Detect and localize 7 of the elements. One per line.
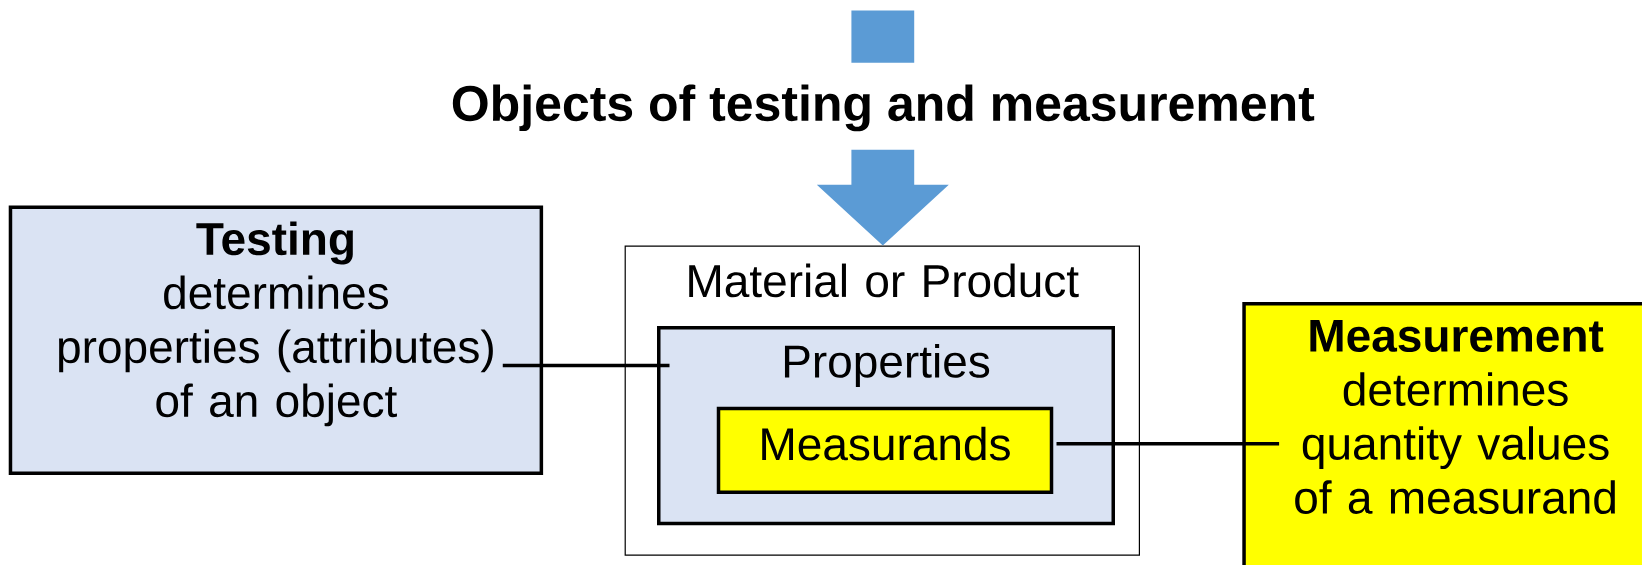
title: Objects of testing and measurement bbox=[452, 84, 1315, 132]
connector-line bbox=[1056, 441, 1280, 446]
connector-line bbox=[502, 363, 670, 368]
measurands-box: Measurands bbox=[716, 406, 1054, 494]
testing-box: Testing determines properties (attributes) of an object bbox=[8, 205, 544, 476]
block-arrow bbox=[816, 149, 949, 246]
measurement-box: Measurement determines quantity values of a measurand bbox=[1242, 301, 1642, 565]
